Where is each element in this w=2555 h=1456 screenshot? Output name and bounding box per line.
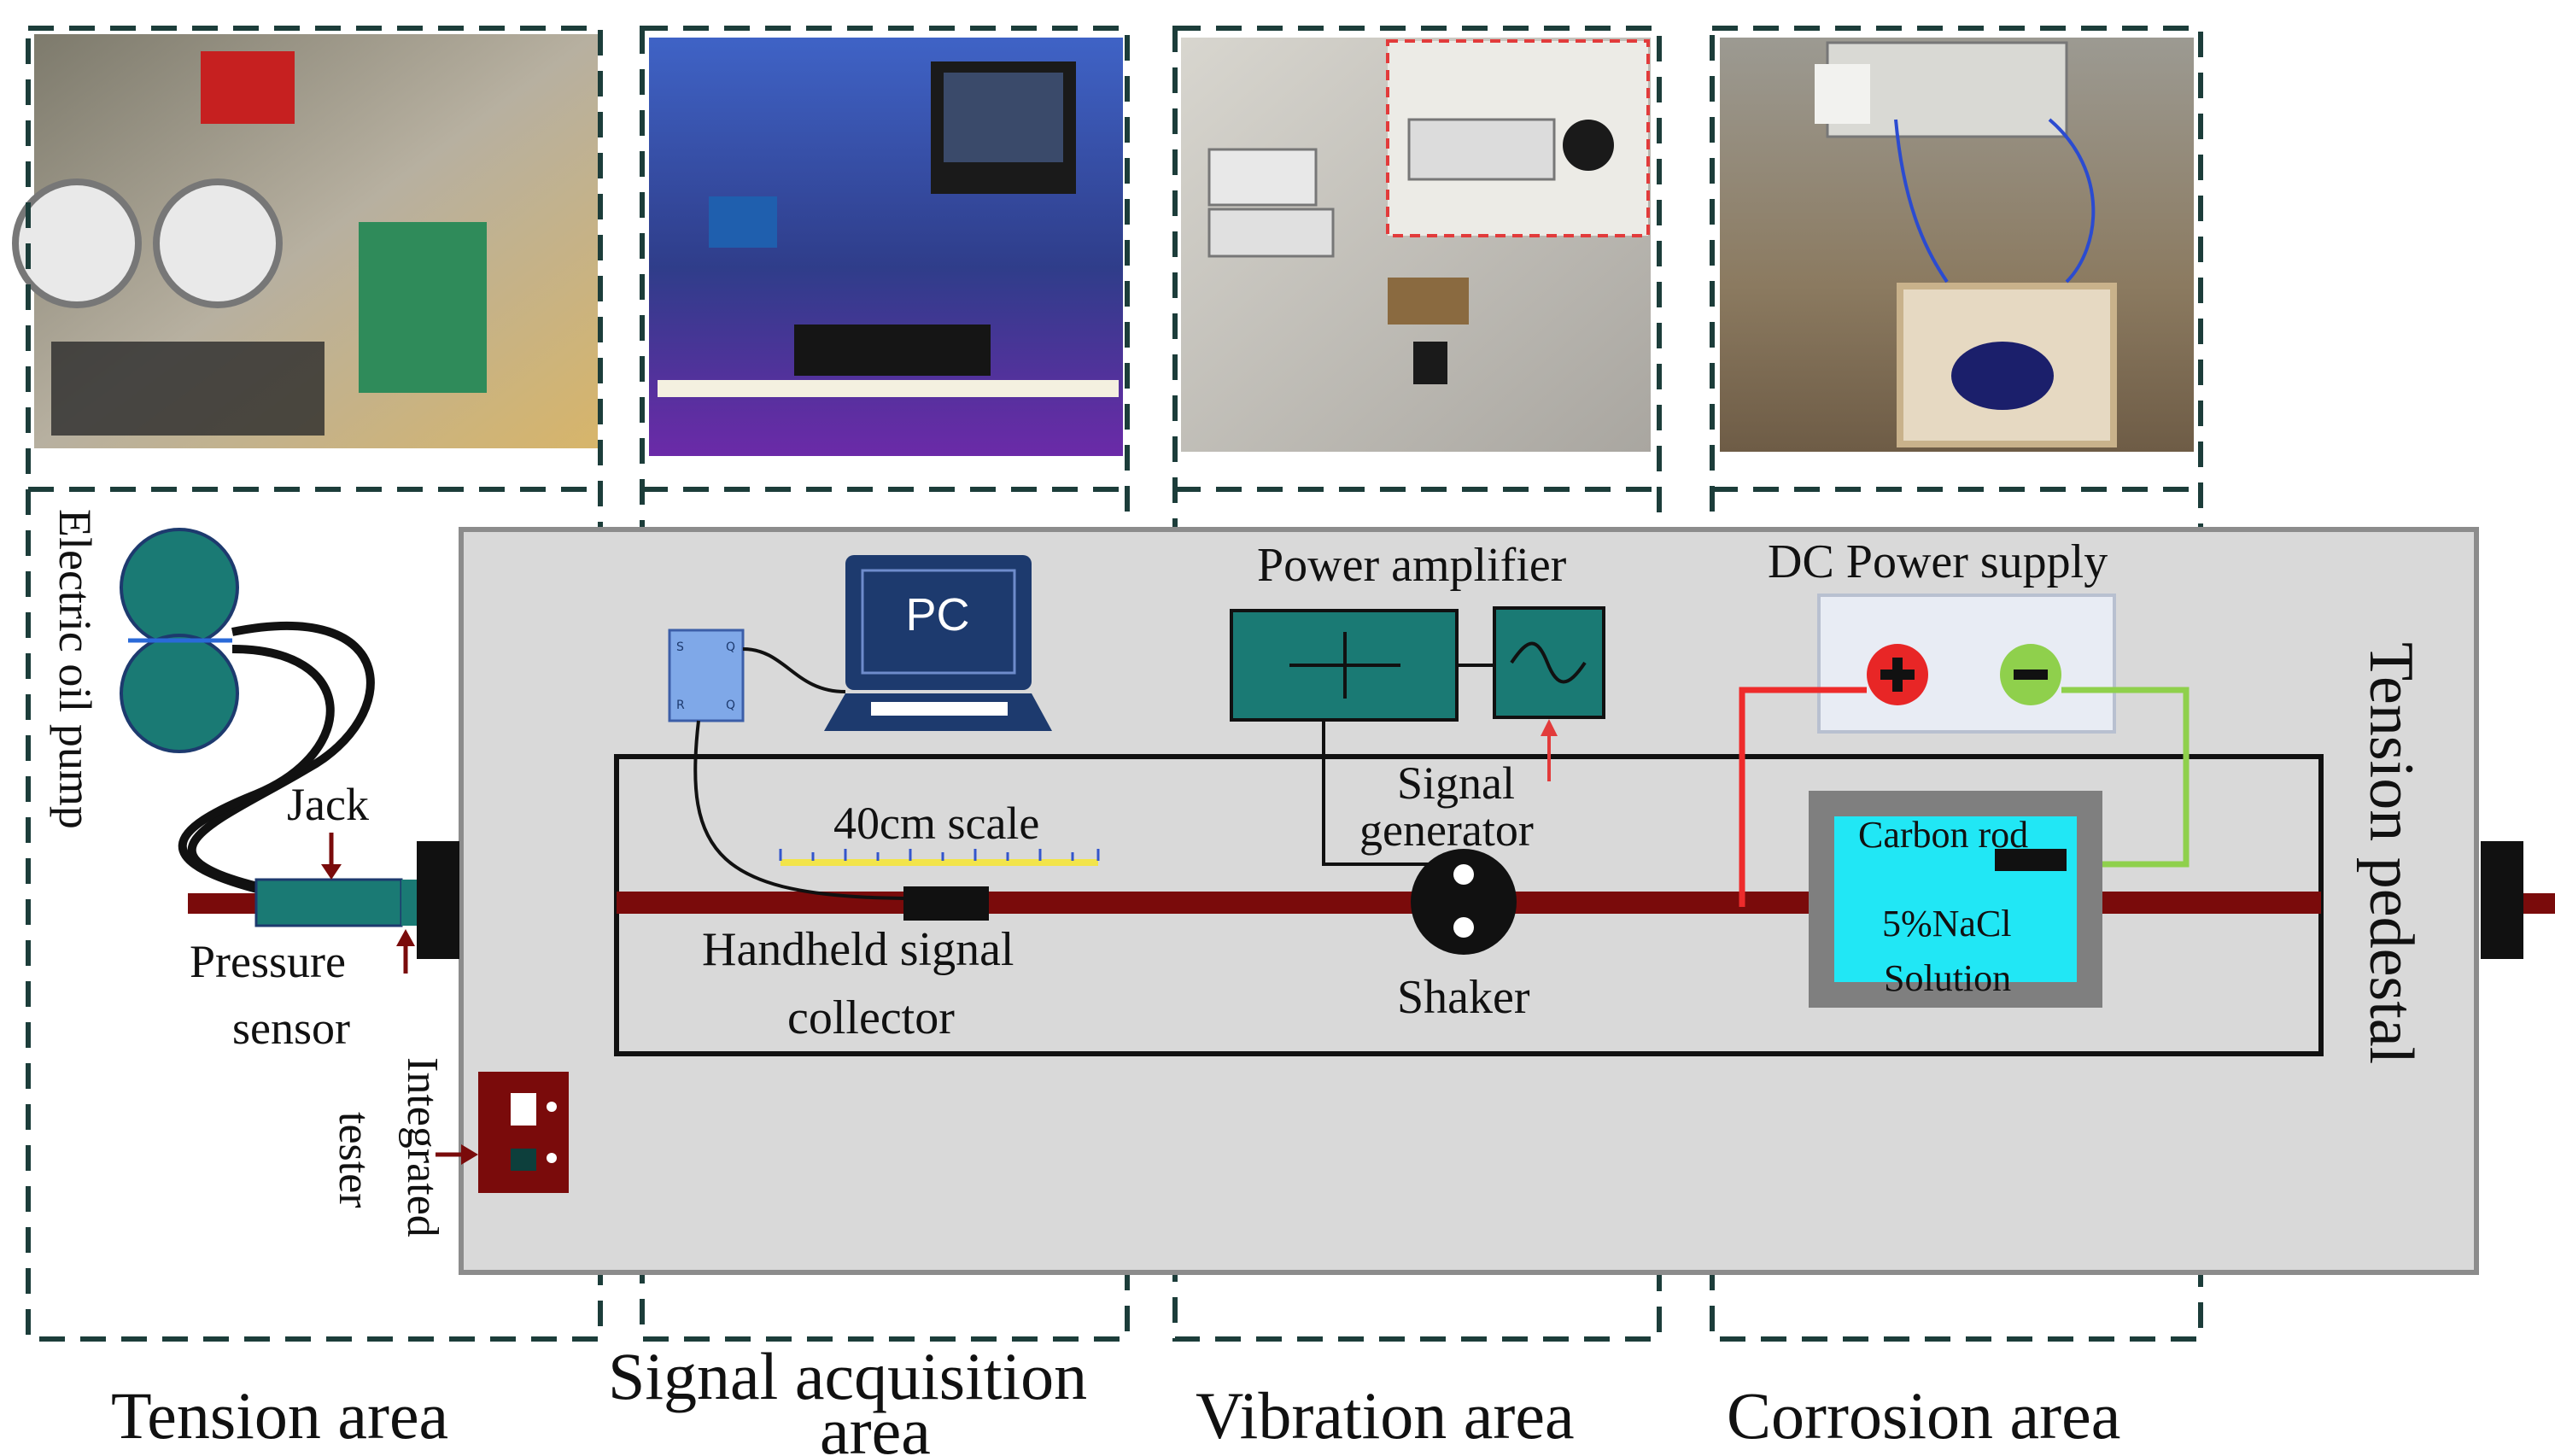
signal-generator-label-2: generator — [1359, 804, 1534, 856]
anchor-right — [2481, 841, 2523, 959]
svg-text:Q: Q — [726, 699, 735, 712]
svg-text:S: S — [676, 640, 684, 654]
jack-label: Jack — [287, 779, 369, 830]
signal-collector-module: S Q R Q — [668, 629, 745, 722]
scale-40cm — [779, 849, 1100, 866]
handheld-collector-label-2: collector — [787, 991, 955, 1044]
integrated-tester-label-2: tester — [330, 1112, 378, 1208]
electric-oil-pump — [120, 528, 239, 753]
shaker-label: Shaker — [1397, 971, 1530, 1024]
pressure-sensor-label-2: sensor — [232, 1003, 350, 1054]
photo-signal — [649, 38, 1123, 456]
collector-cable — [693, 720, 906, 900]
vibration-area-label: Vibration area — [1196, 1378, 1575, 1453]
power-amplifier-label: Power amplifier — [1257, 539, 1567, 592]
signal-area-label-1: Signal acquisition — [608, 1339, 1087, 1413]
svg-text:Q: Q — [726, 640, 735, 654]
tension-area-label: Tension area — [111, 1378, 448, 1453]
signal-area-label-2: area — [820, 1394, 931, 1456]
red-wire — [1739, 687, 1867, 907]
integrated-tester — [436, 1072, 569, 1193]
pc-label: PC — [905, 589, 969, 640]
svg-text:R: R — [676, 699, 685, 712]
nacl-label-2: Solution — [1884, 957, 2011, 999]
anchor-left — [417, 841, 459, 959]
shaker-cable — [1322, 720, 1435, 866]
tension-pedestal-label: Tension pedestal — [2356, 642, 2426, 1064]
handheld-collector-label-1: Handheld signal — [702, 923, 1014, 976]
photo-tension — [12, 34, 598, 448]
carbon-rod — [1995, 849, 2067, 871]
pc-laptop: PC — [824, 555, 1052, 731]
steel-bar-right — [2519, 893, 2555, 914]
scale-label: 40cm scale — [833, 798, 1039, 849]
nacl-label-1: 5%NaCl — [1882, 903, 2012, 944]
photo-corrosion — [1720, 38, 2194, 452]
corrosion-tank — [1809, 791, 2102, 1008]
handheld-signal-collector — [903, 886, 989, 921]
jack — [254, 878, 403, 927]
signal-generator-label-1: Signal — [1397, 757, 1515, 809]
green-wire — [2061, 687, 2190, 868]
signal-generator — [1493, 606, 1605, 719]
electric-oil-pump-label: Electric oil pump — [50, 509, 101, 829]
power-amplifier — [1230, 609, 1459, 722]
pressure-sensor-label-1: Pressure — [190, 936, 346, 987]
integrated-tester-label-1: Integrated — [398, 1057, 447, 1237]
corrosion-area-label: Corrosion area — [1727, 1378, 2120, 1453]
pressure-sensor — [401, 880, 417, 926]
dc-power-supply — [1817, 594, 2116, 734]
pc-cable — [742, 647, 846, 693]
shaker — [1411, 849, 1517, 955]
carbon-rod-label: Carbon rod — [1858, 814, 2028, 856]
dc-power-supply-label: DC Power supply — [1768, 535, 2108, 588]
oil-hoses — [178, 622, 375, 899]
photo-vibration — [1181, 38, 1651, 452]
